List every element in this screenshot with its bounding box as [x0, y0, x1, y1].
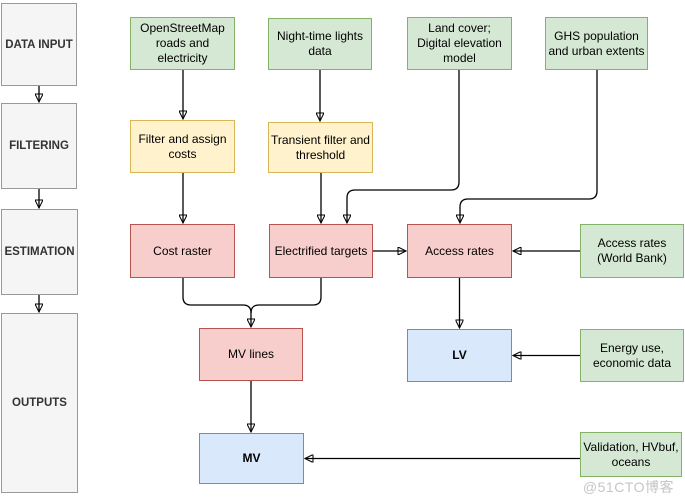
node-access-rates-world-bank: Access rates (World Bank) [580, 224, 684, 278]
stage-data-input: DATA INPUT [1, 3, 77, 86]
connector-electrified-mvlines [250, 278, 322, 314]
node-openstreetmap: OpenStreetMap roads and electricity [130, 17, 235, 70]
node-energy-use: Energy use, economic data [580, 329, 684, 382]
stage-filtering: FILTERING [1, 103, 77, 189]
node-transient-filter: Transient filter and threshold [268, 122, 373, 173]
node-ghs-population: GHS population and urban extents [545, 17, 648, 70]
node-nighttime-lights: Night-time lights data [268, 18, 372, 70]
node-cost-raster: Cost raster [130, 224, 235, 278]
node-access-rates: Access rates [407, 224, 512, 278]
node-mv-lines: MV lines [199, 328, 303, 381]
node-mv: MV [199, 433, 304, 484]
stage-estimation: ESTIMATION [1, 209, 78, 295]
node-land-cover: Land cover; Digital elevation model [407, 17, 512, 70]
node-filter-assign-costs: Filter and assign costs [130, 120, 235, 173]
node-validation: Validation, HVbuf, oceans [580, 432, 682, 477]
node-lv: LV [407, 329, 512, 382]
connector-costraster-mvlines [182, 278, 251, 327]
connector-ghs-accessrates [460, 70, 598, 223]
node-electrified-targets: Electrified targets [269, 224, 373, 278]
51cto-watermark: @51CTO博客 [582, 479, 674, 495]
stage-outputs: OUTPUTS [1, 313, 78, 493]
